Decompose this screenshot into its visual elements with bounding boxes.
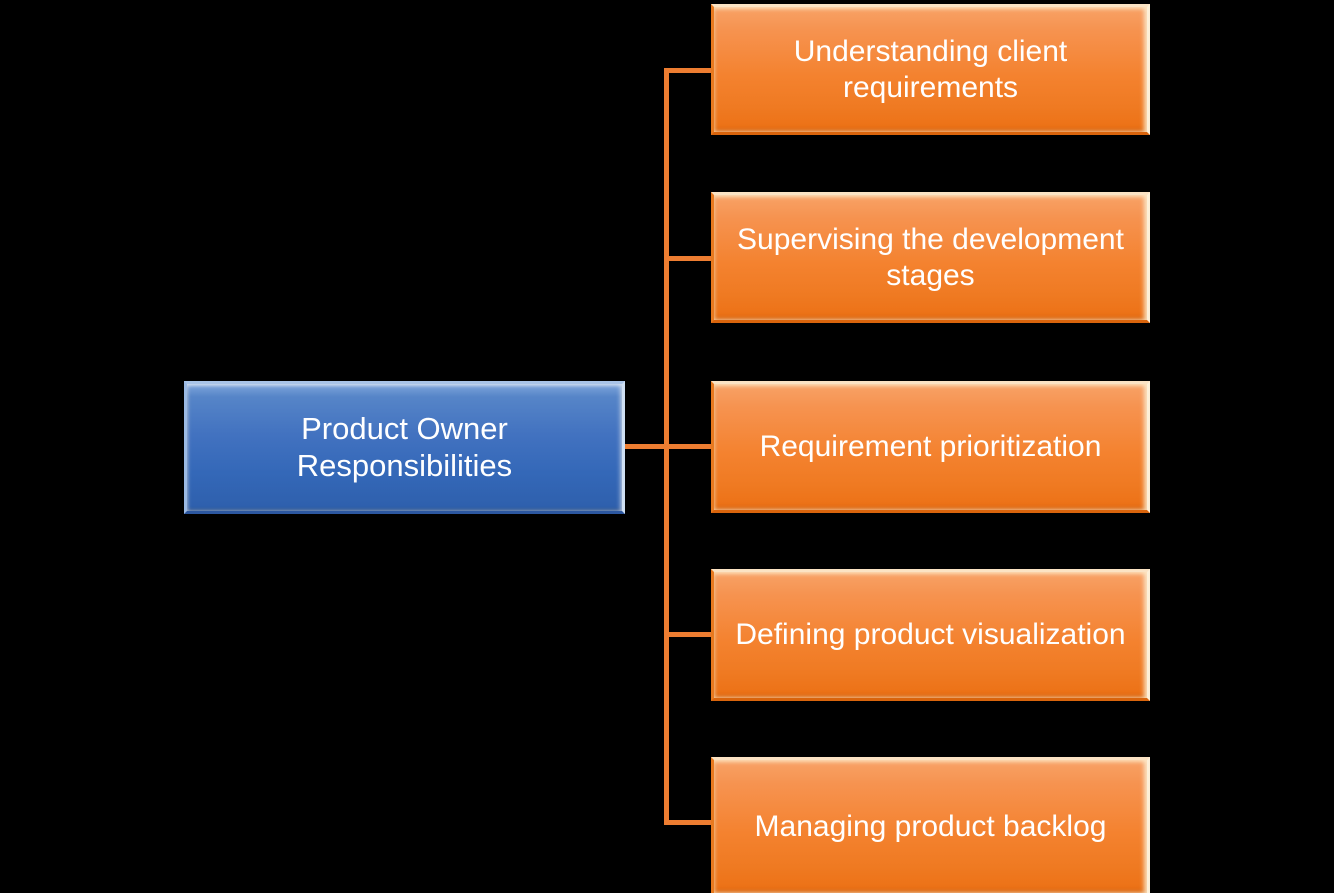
node-requirement-prioritization[interactable]: Requirement prioritization — [711, 381, 1150, 513]
connector-branch-5 — [664, 820, 714, 825]
connector-branch-1 — [664, 68, 714, 73]
node-label-1: Understanding client requirements — [793, 35, 1068, 104]
node-supervising-development-stages[interactable]: Supervising the development stages — [711, 192, 1150, 323]
connector-branch-3 — [664, 444, 714, 449]
node-managing-product-backlog[interactable]: Managing product backlog — [711, 757, 1150, 893]
connector-root-stem — [623, 444, 668, 449]
node-label-2: Supervising the development stages — [737, 223, 1124, 292]
connector-branch-2 — [664, 256, 714, 261]
node-label-4: Defining product visualization — [735, 618, 1126, 652]
node-label-3: Requirement prioritization — [759, 430, 1102, 464]
node-defining-product-visualization[interactable]: Defining product visualization — [711, 569, 1150, 701]
node-understanding-client-requirements[interactable]: Understanding client requirements — [711, 4, 1150, 135]
node-label-5: Managing product backlog — [754, 809, 1107, 843]
connector-branch-4 — [664, 632, 714, 637]
node-label-root-line1: Product Owner — [301, 410, 508, 446]
node-label-root-line2: Responsibilities — [296, 447, 513, 483]
